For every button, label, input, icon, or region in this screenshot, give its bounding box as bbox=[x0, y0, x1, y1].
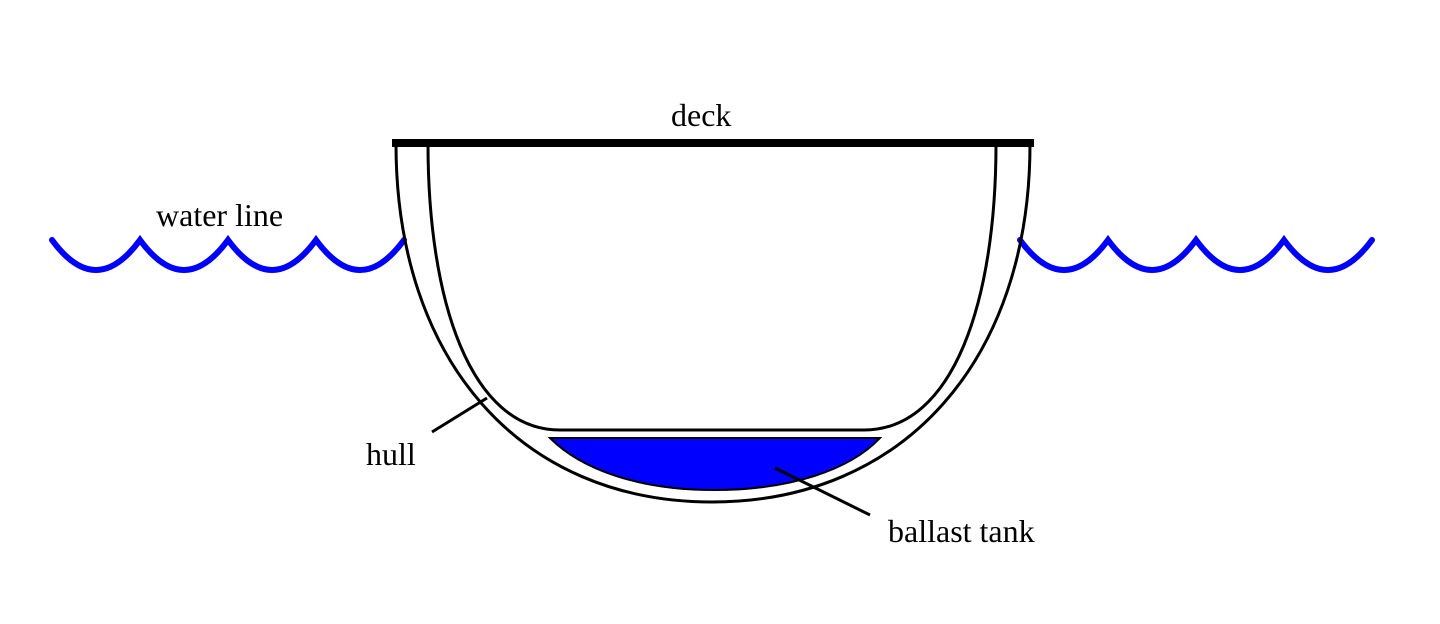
deck-label: deck bbox=[671, 97, 731, 133]
ballast-tank bbox=[547, 437, 883, 492]
hull-label: hull bbox=[366, 436, 416, 472]
water-line-right bbox=[1017, 234, 1375, 273]
water-line-left bbox=[49, 234, 407, 273]
ballast-tank-leader-line bbox=[774, 466, 871, 517]
water-line-label: water line bbox=[156, 197, 283, 233]
hull-leader-line bbox=[431, 396, 488, 434]
hull-inner bbox=[426, 143, 998, 432]
ballast-tank-label: ballast tank bbox=[888, 513, 1035, 549]
hull-outer bbox=[394, 143, 1032, 504]
